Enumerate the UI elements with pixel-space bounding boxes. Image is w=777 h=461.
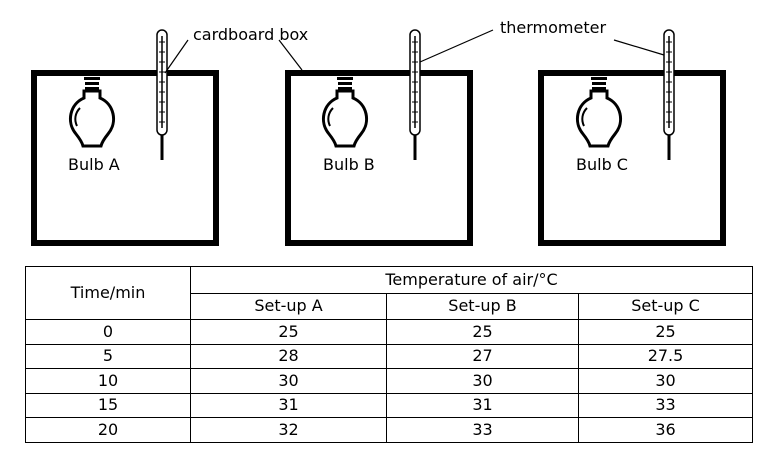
thermometer-icon — [156, 29, 168, 160]
setup-b: Bulb B — [285, 29, 473, 246]
bulb-a-label: Bulb A — [68, 155, 120, 174]
cardboard-box-leader-a — [164, 39, 189, 74]
time-cell: 20 — [25, 417, 191, 443]
temperature-column-header: Temperature of air/°C — [190, 266, 753, 294]
setup-a: Bulb A — [31, 29, 219, 246]
table-header-row: Time/min Temperature of air/°C — [25, 266, 753, 320]
table-subheader-row: Set-up A Set-up B Set-up C — [26, 292, 753, 320]
cardboard-box-label: cardboard box — [193, 25, 308, 44]
setup-b-cell: 31 — [386, 392, 579, 418]
setup-a-cell: 30 — [190, 368, 387, 394]
setup-c-cell: 27.5 — [578, 343, 753, 369]
table-row: 5 28 27 27.5 — [25, 343, 753, 369]
setup-b-cell: 33 — [386, 417, 579, 443]
time-cell: 15 — [25, 392, 191, 418]
table-row: 0 25 25 25 — [25, 319, 753, 345]
thermometer-leader-c — [613, 39, 665, 56]
setup-a-cell: 32 — [190, 417, 387, 443]
setup-a-cell: 28 — [190, 343, 387, 369]
bulb-c-label: Bulb C — [576, 155, 628, 174]
setup-diagram: Bulb A Bulb B — [31, 18, 726, 246]
thermometer-icon — [409, 29, 421, 160]
cardboard-box-b — [285, 70, 473, 246]
setup-b-cell: 30 — [386, 368, 579, 394]
setup-b-header: Set-up B — [386, 292, 579, 320]
cardboard-box-leader-b — [278, 39, 303, 71]
time-cell: 5 — [25, 343, 191, 369]
table-row: 10 30 30 30 — [25, 368, 753, 394]
thermometer-leader-b — [419, 29, 494, 63]
setup-c-cell: 25 — [578, 319, 753, 345]
bulb-icon — [68, 77, 116, 148]
setup-c-cell: 30 — [578, 368, 753, 394]
cardboard-box-a — [31, 70, 219, 246]
bulb-b-label: Bulb B — [323, 155, 375, 174]
setup-c: Bulb C — [538, 29, 726, 246]
setup-b-cell: 27 — [386, 343, 579, 369]
thermometer-icon — [663, 29, 675, 160]
cardboard-box-c — [538, 70, 726, 246]
bulb-icon — [575, 77, 623, 148]
table-row: 15 31 31 33 — [25, 392, 753, 418]
setup-c-cell: 36 — [578, 417, 753, 443]
table-row: 20 32 33 36 — [25, 417, 753, 443]
time-cell: 10 — [25, 368, 191, 394]
setup-c-cell: 33 — [578, 392, 753, 418]
time-cell: 0 — [25, 319, 191, 345]
setup-a-cell: 25 — [190, 319, 387, 345]
setup-a-cell: 31 — [190, 392, 387, 418]
time-column-header: Time/min — [25, 266, 191, 320]
bulb-icon — [321, 77, 369, 148]
setup-b-cell: 25 — [386, 319, 579, 345]
setup-c-header: Set-up C — [578, 292, 753, 320]
setup-a-header: Set-up A — [190, 292, 387, 320]
thermometer-label: thermometer — [500, 18, 606, 37]
temperature-table: Time/min Temperature of air/°C Set-up A … — [25, 266, 753, 443]
